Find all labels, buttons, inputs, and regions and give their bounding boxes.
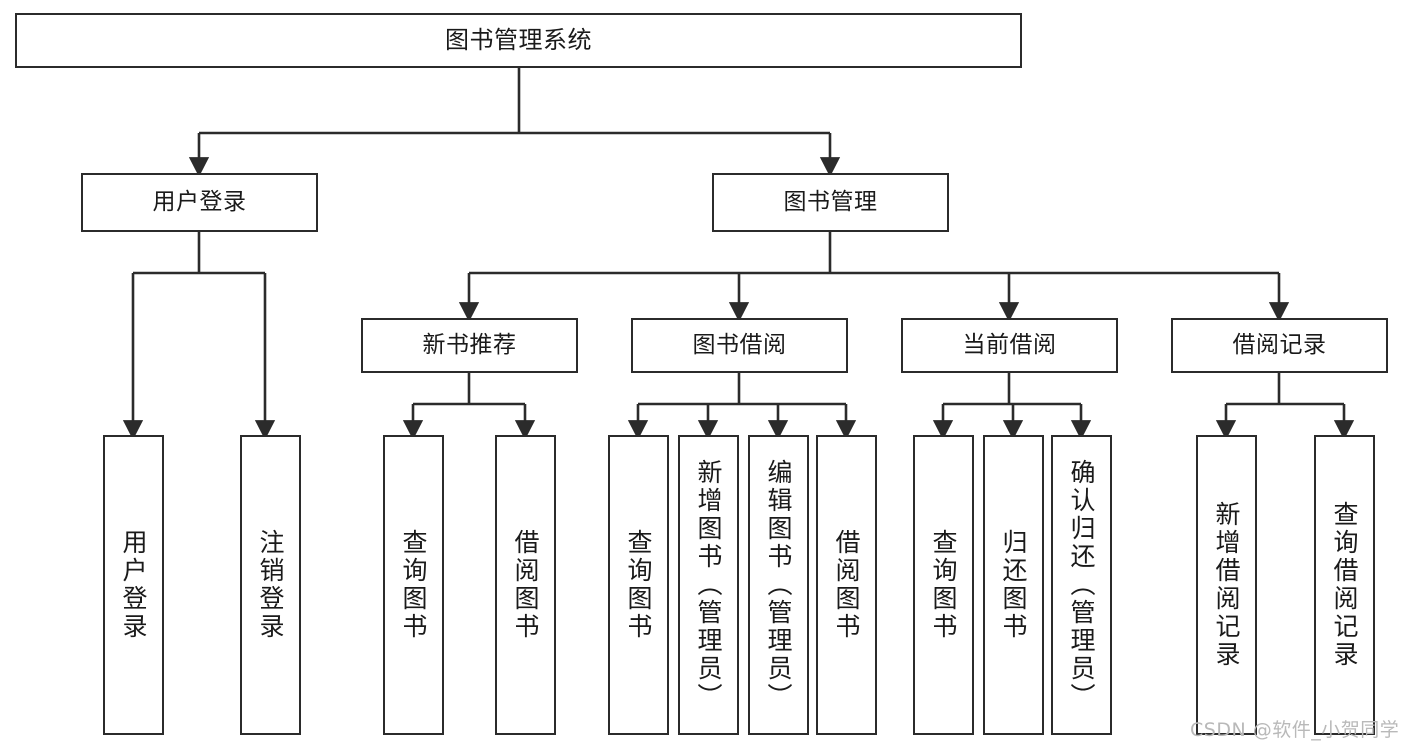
node-root[interactable]: 图书管理系统 [15,13,1022,68]
node-leaf-borrow-book-2-label: 借阅图书 [832,529,861,641]
node-leaf-add-book-admin[interactable]: 新增图书（管理员） [678,435,739,735]
node-user-login[interactable]: 用户登录 [81,173,318,232]
node-leaf-return-book[interactable]: 归还图书 [983,435,1044,735]
node-book-borrow[interactable]: 图书借阅 [631,318,848,373]
node-leaf-logout-login-label: 注销登录 [256,529,285,641]
node-leaf-query-book-3-label: 查询图书 [929,529,958,641]
node-leaf-logout-login[interactable]: 注销登录 [240,435,301,735]
node-leaf-add-book-admin-label: 新增图书（管理员） [694,459,723,711]
node-leaf-confirm-return-admin[interactable]: 确认归还（管理员） [1051,435,1112,735]
node-leaf-borrow-book-1[interactable]: 借阅图书 [495,435,556,735]
node-leaf-edit-book-admin-label: 编辑图书（管理员） [764,459,793,711]
node-new-book-recommend[interactable]: 新书推荐 [361,318,578,373]
node-leaf-add-borrow-record-label: 新增借阅记录 [1212,501,1241,669]
node-borrow-record-label: 借阅记录 [1232,331,1327,358]
node-leaf-query-borrow-record[interactable]: 查询借阅记录 [1314,435,1375,735]
node-borrow-record[interactable]: 借阅记录 [1171,318,1388,373]
node-leaf-query-borrow-record-label: 查询借阅记录 [1330,501,1359,669]
node-leaf-edit-book-admin[interactable]: 编辑图书（管理员） [748,435,809,735]
node-leaf-query-book-3[interactable]: 查询图书 [913,435,974,735]
node-leaf-query-book-1[interactable]: 查询图书 [383,435,444,735]
node-leaf-add-borrow-record[interactable]: 新增借阅记录 [1196,435,1257,735]
node-leaf-query-book-2[interactable]: 查询图书 [608,435,669,735]
node-root-label: 图书管理系统 [445,26,592,55]
node-book-manage-label: 图书管理 [783,188,878,215]
node-book-borrow-label: 图书借阅 [692,331,787,358]
node-leaf-confirm-return-admin-label: 确认归还（管理员） [1067,459,1096,711]
node-leaf-return-book-label: 归还图书 [999,529,1028,641]
node-leaf-user-login[interactable]: 用户登录 [103,435,164,735]
csdn-watermark: CSDN @软件_小贺同学 [1190,719,1400,741]
node-current-borrow-label: 当前借阅 [962,331,1057,358]
node-new-book-recommend-label: 新书推荐 [422,331,517,358]
node-leaf-query-book-2-label: 查询图书 [624,529,653,641]
node-book-manage[interactable]: 图书管理 [712,173,949,232]
node-leaf-user-login-label: 用户登录 [119,529,148,641]
node-user-login-label: 用户登录 [152,188,247,215]
node-leaf-query-book-1-label: 查询图书 [399,529,428,641]
node-leaf-borrow-book-2[interactable]: 借阅图书 [816,435,877,735]
node-leaf-borrow-book-1-label: 借阅图书 [511,529,540,641]
node-current-borrow[interactable]: 当前借阅 [901,318,1118,373]
